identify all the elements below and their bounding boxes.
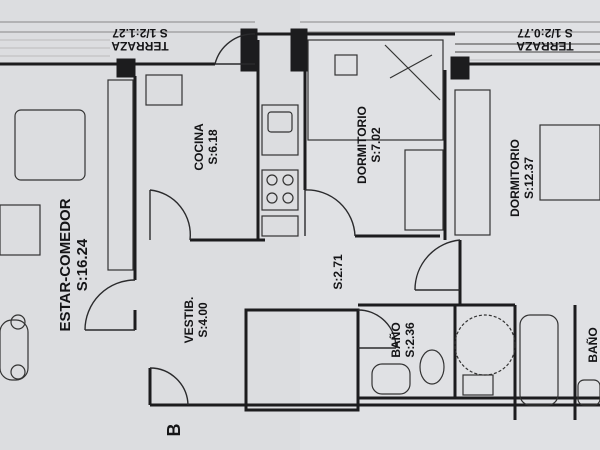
room-label-dorm2: DORMITORIO S:12.37: [508, 139, 536, 217]
room-name: DORMITORIO: [355, 106, 369, 184]
section-mark: B: [164, 424, 184, 437]
room-area: S:2.71: [331, 254, 345, 290]
terrace-label-2: TERRAZA S 1/2:0.77: [516, 26, 574, 53]
room-name: DORMITORIO: [508, 139, 522, 217]
toilet-icon: [419, 349, 445, 385]
room-label-bano2: BAÑO: [585, 327, 600, 362]
room-label-estar: ESTAR-COMEDOR S:16.24: [57, 198, 91, 331]
terrace-name: TERRAZA: [111, 39, 169, 53]
room-area: S:6.18: [206, 129, 220, 165]
room-name: ESTAR-COMEDOR: [57, 198, 74, 331]
room-label-cocina: COCINA S:6.18: [192, 123, 220, 171]
double-bed-icon: [539, 124, 600, 201]
nightstand-icon: [404, 149, 444, 231]
lamp-icon: [334, 54, 358, 76]
wardrobe-icon: [107, 79, 134, 271]
wardrobe-icon: [454, 89, 491, 236]
room-area: S:2.36: [403, 322, 417, 358]
walls: [0, 28, 600, 420]
bed-icon: [307, 39, 444, 141]
terrace-name: TERRAZA: [516, 39, 574, 53]
section-letter: B: [164, 424, 184, 437]
room-area: S:12.37: [522, 157, 536, 199]
room-area: S:7.02: [369, 127, 383, 163]
sofa-icon: [14, 109, 86, 181]
washbasin-icon: [577, 379, 600, 406]
terrace-area: S 1/2:1.27: [112, 26, 168, 40]
room-label-pasillo: S:2.71: [331, 254, 345, 290]
furniture: [0, 39, 600, 406]
chair-icon: [10, 314, 26, 330]
stove-icon: [261, 169, 299, 211]
terrace-band: [0, 21, 600, 53]
room-name: BAÑO: [388, 322, 403, 357]
room-name: VESTIB.: [182, 297, 196, 344]
washbasin-icon: [371, 363, 411, 395]
terrace-label-1: TERRAZA S 1/2:1.27: [111, 26, 169, 53]
paper-highlight: [300, 0, 600, 450]
sink-icon: [261, 104, 299, 156]
fridge-icon: [261, 215, 299, 237]
terrace-area: S 1/2:0.77: [517, 26, 573, 40]
room-name: BAÑO: [585, 327, 600, 362]
bathtub-icon: [519, 314, 559, 406]
terrace-hatch: [0, 39, 600, 61]
door-swings: [84, 33, 461, 406]
room-label-vestib: VESTIB. S:4.00: [182, 297, 210, 344]
room-area: S:16.24: [74, 238, 91, 291]
room-area: S:4.00: [196, 302, 210, 338]
chair-icon: [10, 364, 26, 380]
washer-icon: [145, 74, 183, 106]
dining-table-icon: [0, 319, 29, 381]
room-label-bano1: BAÑO S:2.36: [388, 322, 417, 358]
room-name: COCINA: [192, 123, 206, 171]
room-label-dorm1: DORMITORIO S:7.02: [355, 106, 383, 184]
heater-icon: [462, 374, 494, 396]
armchair-icon: [0, 204, 41, 256]
